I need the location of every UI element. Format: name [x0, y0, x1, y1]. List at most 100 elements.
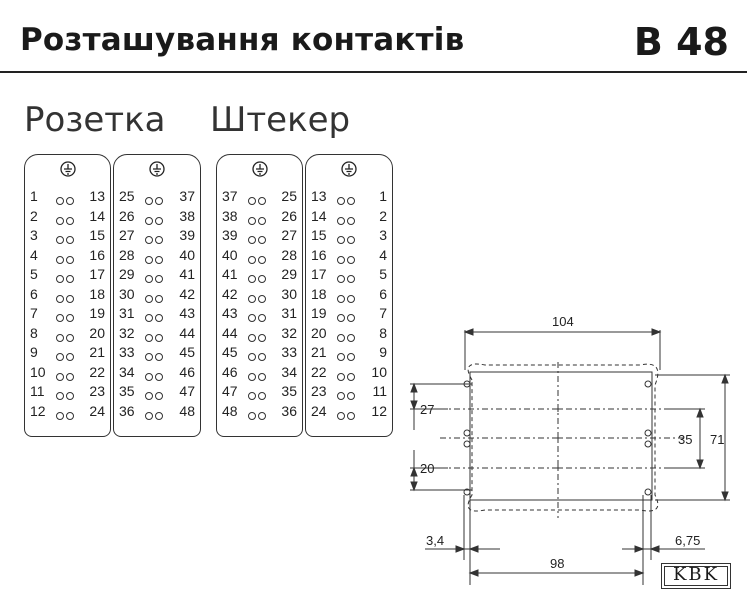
contact-number: 43: [222, 305, 238, 321]
contact-number: 25: [281, 188, 297, 204]
contact-row: 39 27: [217, 226, 302, 244]
contact-row: 9 21: [25, 343, 110, 361]
contact-holes: [55, 250, 81, 264]
contact-holes: [55, 289, 81, 303]
contact-holes: [144, 289, 170, 303]
contact-holes: [55, 386, 81, 400]
contact-number: 39: [222, 227, 238, 243]
contact-number: 14: [311, 207, 327, 224]
contact-holes: [55, 347, 81, 361]
contact-number: 16: [89, 246, 105, 263]
contact-holes: [144, 230, 170, 244]
ground-icon: [341, 161, 357, 182]
contact-holes: [336, 367, 362, 381]
contact-holes: [247, 211, 273, 225]
contact-number: 21: [89, 344, 105, 360]
contact-number: 19: [311, 305, 327, 321]
contact-number: 16: [311, 246, 327, 263]
contact-holes: [144, 250, 170, 264]
contact-number: 38: [222, 207, 238, 224]
contact-number: 4: [30, 246, 38, 263]
contact-holes: [144, 308, 170, 322]
contact-holes: [247, 406, 273, 420]
series-code: B 48: [633, 20, 729, 64]
contact-holes: [336, 289, 362, 303]
contact-number: 48: [179, 402, 195, 419]
contact-number: 26: [119, 207, 135, 224]
contact-number: 33: [119, 344, 135, 360]
contact-holes: [247, 230, 273, 244]
contact-number: 8: [379, 324, 387, 341]
header-divider: [0, 71, 747, 73]
contact-row: 20 8: [306, 324, 392, 342]
contact-holes: [247, 289, 273, 303]
ground-icon: [251, 161, 268, 182]
ground-icon: [59, 161, 76, 182]
contact-holes: [336, 328, 362, 342]
contact-row: 37 25: [217, 187, 302, 205]
contact-number: 15: [311, 227, 327, 243]
contact-holes: [55, 269, 81, 283]
contact-number: 39: [179, 227, 195, 243]
contact-number: 6: [30, 285, 38, 302]
contact-number: 12: [30, 402, 46, 419]
contact-row: 36 48: [114, 402, 200, 420]
dim-104: 104: [552, 314, 574, 329]
contact-number: 27: [281, 227, 297, 243]
contact-holes: [247, 347, 273, 361]
dim-6-75: 6,75: [675, 533, 700, 548]
contact-holes: [55, 328, 81, 342]
contact-number: 37: [222, 188, 238, 204]
contact-holes: [144, 328, 170, 342]
contact-number: 3: [379, 227, 387, 243]
contact-number: 31: [281, 305, 297, 321]
contact-number: 35: [281, 383, 297, 399]
contact-row: 16 4: [306, 246, 392, 264]
contact-number: 4: [379, 246, 387, 263]
dim-71: 71: [710, 432, 724, 447]
contact-holes: [55, 230, 81, 244]
contact-number: 47: [222, 383, 238, 399]
contact-row: 12 24: [25, 402, 110, 420]
contact-number: 9: [30, 344, 38, 360]
contact-number: 36: [119, 402, 135, 419]
contact-number: 6: [379, 285, 387, 302]
contact-number: 45: [179, 344, 195, 360]
contact-number: 2: [30, 207, 38, 224]
contact-number: 20: [311, 324, 327, 341]
contact-holes: [55, 367, 81, 381]
contact-number: 42: [222, 285, 238, 302]
contact-number: 26: [281, 207, 297, 224]
contact-holes: [247, 328, 273, 342]
socket-label: Розетка: [24, 100, 166, 140]
contact-row: 33 45: [114, 343, 200, 361]
contact-number: 32: [281, 324, 297, 341]
contact-number: 12: [371, 402, 387, 419]
contact-row: 4 16: [25, 246, 110, 264]
contact-number: 22: [89, 363, 105, 380]
contact-number: 20: [89, 324, 105, 341]
contact-number: 1: [30, 188, 38, 204]
contact-number: 24: [89, 402, 105, 419]
contact-holes: [247, 386, 273, 400]
contact-holes: [144, 347, 170, 361]
contact-holes: [336, 211, 362, 225]
contact-holes: [336, 191, 362, 205]
contact-number: 35: [119, 383, 135, 399]
ground-icon: [149, 161, 165, 182]
